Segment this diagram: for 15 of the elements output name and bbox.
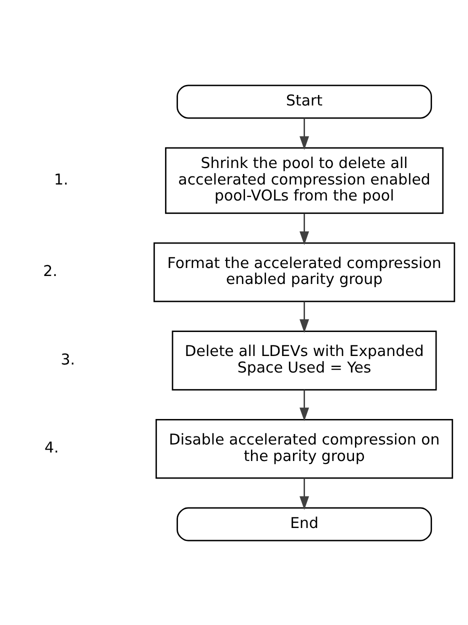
arrow — [300, 118, 310, 150]
arrow — [300, 478, 310, 510]
node-box: Format the accelerated compression enabled parity group — [154, 242, 456, 302]
node-box: Delete all LDEVs with Expanded Space Used = Yes — [172, 330, 437, 390]
label: 3. — [60, 350, 76, 368]
arrow — [300, 213, 310, 244]
arrow — [300, 301, 310, 332]
arrow — [300, 389, 310, 421]
label: 1. — [54, 170, 68, 188]
node-box: Shrink the pool to delete all accelerated compression enabled pool-VOLs from the pool — [165, 146, 444, 214]
node-box: End — [176, 506, 432, 541]
node-box: Start — [176, 84, 432, 118]
node-box: Disable accelerated compression on the parity group — [156, 418, 454, 478]
label: 4. — [44, 438, 59, 456]
label: 2. — [43, 262, 58, 280]
